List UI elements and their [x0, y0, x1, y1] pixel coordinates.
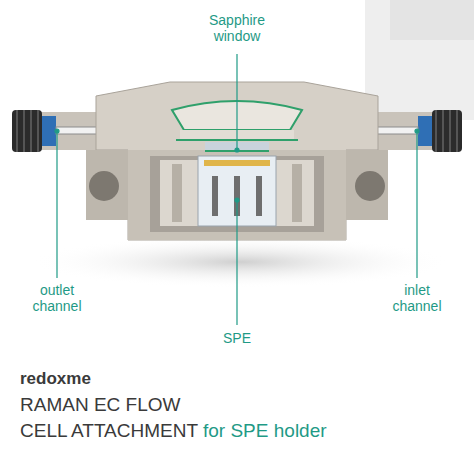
part-label: Sapphire window: [197, 12, 277, 44]
part-label: outlet channel: [22, 282, 92, 314]
brand-logo: redoxme: [20, 369, 91, 389]
subtitle: for SPE holder: [203, 420, 327, 441]
part-label: SPE: [217, 330, 257, 346]
title-block: RAMAN EC FLOW CELL ATTACHMENT for SPE ho…: [20, 392, 365, 444]
title: RAMAN EC FLOW CELL ATTACHMENT: [20, 394, 198, 441]
part-label: inlet channel: [382, 282, 452, 314]
